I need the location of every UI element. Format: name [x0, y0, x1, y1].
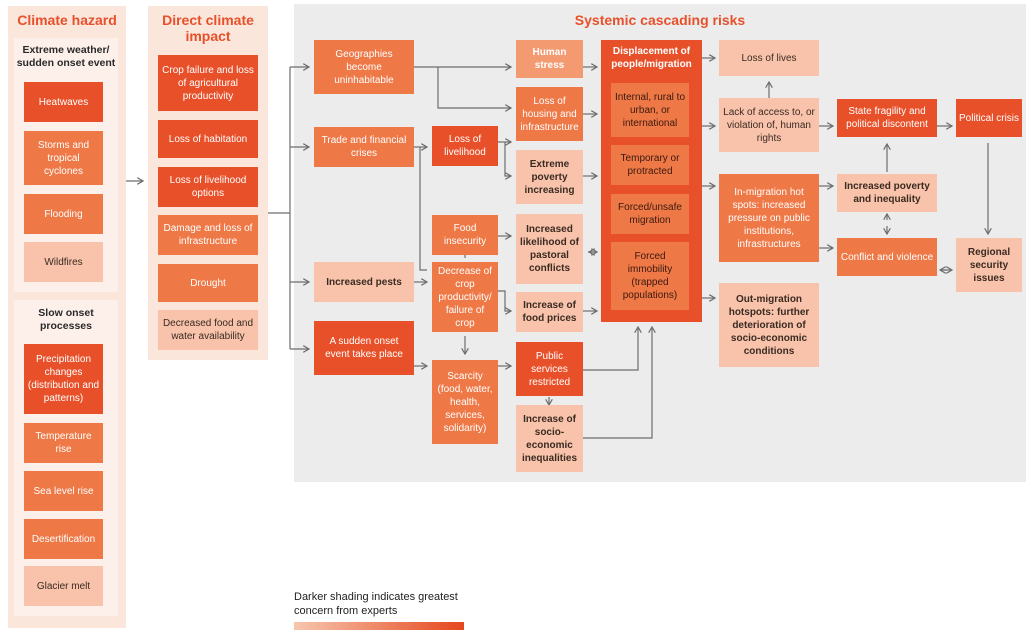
hazard-storms: Storms and tropical cyclones: [24, 131, 103, 185]
box-trade: Trade and financial crises: [314, 127, 414, 167]
box-political-crisis: Political crisis: [956, 99, 1022, 137]
impact-heading: Direct climate impact: [162, 12, 254, 44]
box-conflict: Conflict and violence: [837, 238, 937, 276]
box-increased-poverty: Increased poverty and inequality: [837, 174, 937, 212]
hazard-glacier-melt: Glacier melt: [24, 566, 103, 606]
extreme-weather-title: Extreme weather/ sudden onset event: [16, 44, 116, 69]
impact-loss-livelihood: Loss of livelihood options: [158, 167, 258, 207]
box-geographies: Geographies become uninhabitable: [314, 40, 414, 94]
impact-crop-failure: Crop failure and loss of agricultural pr…: [158, 55, 258, 111]
box-lack-access: Lack of access to, or violation of, huma…: [719, 98, 819, 152]
box-regional-security: Regional security issues: [956, 238, 1022, 292]
box-decrease-crop: Decrease of crop productivity/ failure o…: [432, 262, 498, 332]
hazard-flooding: Flooding: [24, 194, 103, 234]
hazard-sea-level: Sea level rise: [24, 471, 103, 511]
impact-infrastructure: Damage and loss of infrastructure: [158, 215, 258, 255]
box-pests: Increased pests: [314, 262, 414, 302]
hazard-heading: Climate hazard: [17, 12, 117, 28]
impact-decreased-food: Decreased food and water availability: [158, 310, 258, 350]
box-sudden-onset: A sudden onset event takes place: [314, 321, 414, 375]
box-internal: Internal, rural to urban, or internation…: [611, 83, 689, 137]
box-scarcity: Scarcity (food, water, health, services,…: [432, 360, 498, 444]
hazard-heatwaves: Heatwaves: [24, 82, 103, 122]
box-human-stress: Human stress: [516, 40, 583, 78]
hazard-temperature: Temperature rise: [24, 423, 103, 463]
box-out-migration: Out-migration hotspots: further deterior…: [719, 283, 819, 367]
box-in-migration: In-migration hot spots: increased pressu…: [719, 174, 819, 262]
systemic-heading: Systemic cascading risks: [574, 12, 746, 28]
legend-gradient-bar: [294, 622, 464, 630]
impact-drought: Drought: [158, 264, 258, 302]
hazard-wildfires: Wildfires: [24, 242, 103, 282]
hazard-desertification: Desertification: [24, 519, 103, 559]
box-food-prices: Increase of food prices: [516, 292, 583, 332]
box-socio-economic: Increase of socio-economic inequalities: [516, 405, 583, 472]
box-extreme-poverty: Extreme poverty increasing: [516, 150, 583, 204]
box-public-services: Public services restricted: [516, 342, 583, 396]
box-loss-livelihood: Loss of livelihood: [432, 126, 498, 166]
displacement-title: Displacement of people/migration: [611, 46, 692, 70]
box-forced-immobility: Forced immobility (trapped populations): [611, 242, 689, 310]
box-forced-unsafe: Forced/unsafe migration: [611, 194, 689, 234]
box-loss-housing: Loss of housing and infrastructure: [516, 87, 583, 141]
slow-onset-title: Slow onset processes: [38, 307, 94, 332]
box-loss-lives: Loss of lives: [719, 40, 819, 76]
legend-text: Darker shading indicates greatest concer…: [294, 591, 458, 617]
hazard-precipitation: Precipitation changes (distribution and …: [24, 344, 103, 414]
box-temporary: Temporary or protracted: [611, 145, 689, 185]
box-pastoral-conflicts: Increased likelihood of pastoral conflic…: [516, 214, 583, 284]
impact-loss-habitation: Loss of habitation: [158, 120, 258, 158]
box-state-fragility: State fragility and political discontent: [837, 99, 937, 137]
box-food-insecurity: Food insecurity: [432, 215, 498, 255]
